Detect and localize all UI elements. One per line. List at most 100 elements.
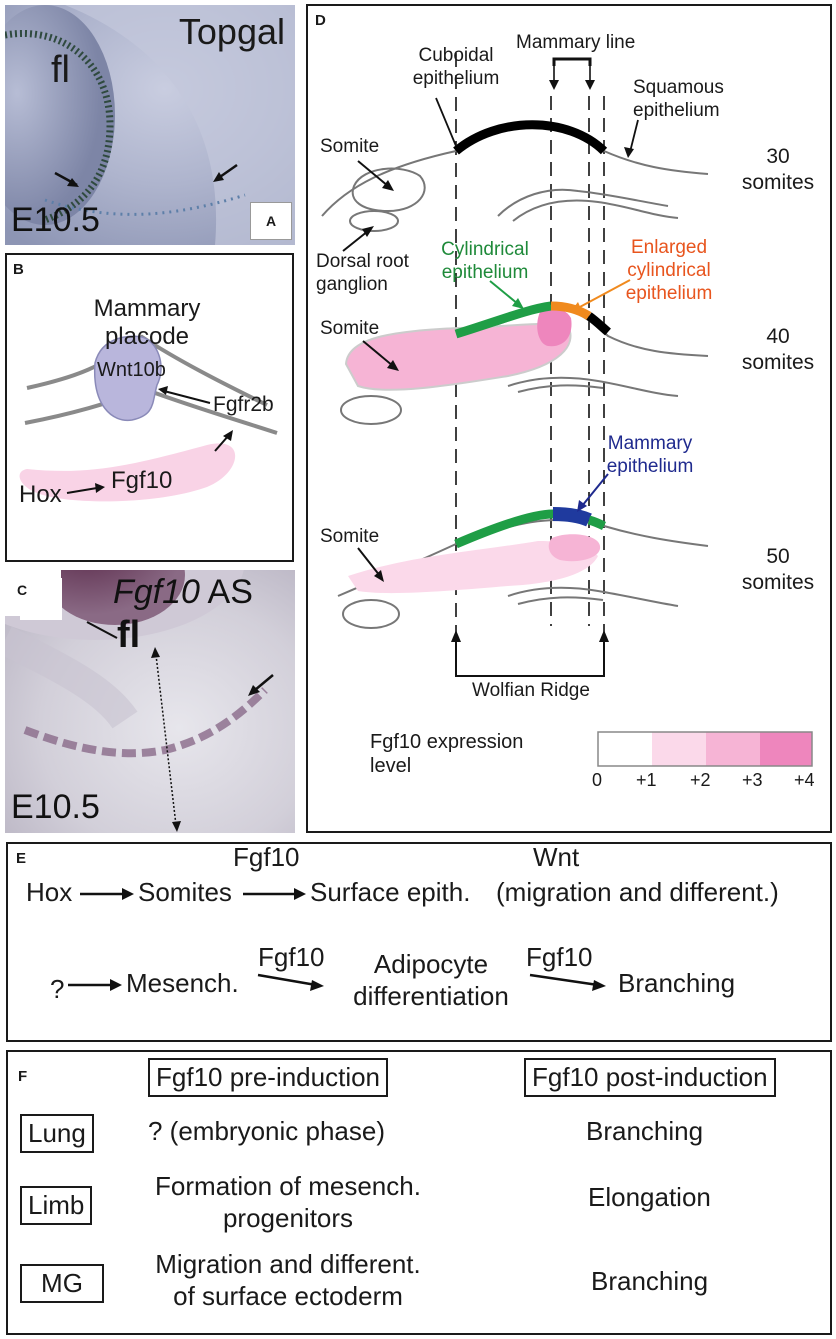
panel-c-photo: C Fgf10 AS fl E10.5 — [5, 570, 295, 833]
f-mg-pre-line1: Migration and different. — [155, 1249, 421, 1279]
e-adipo-line1: Adipocyte — [373, 949, 489, 979]
panel-c-fl-label: fl — [117, 614, 141, 656]
f-organ-mg: MG — [20, 1264, 104, 1303]
panel-b-placode-line1: Mammary — [93, 295, 201, 322]
wolfian-ridge-label: Wolfian Ridge — [472, 680, 590, 701]
panel-a-title: Topgal — [178, 11, 285, 52]
panel-b-letter: B — [13, 261, 24, 278]
panel-d-letter: D — [315, 12, 326, 29]
enlarged-label: Enlarged cylindrical epithelium — [604, 236, 734, 305]
panel-e-letter: E — [16, 850, 27, 867]
f-col-pre: Fgf10 pre-induction — [148, 1058, 389, 1097]
mammary-epi-line1: Mammary — [607, 433, 693, 454]
drg-line1: Dorsal root — [316, 251, 409, 272]
somite-label-40: Somite — [320, 318, 380, 339]
stage-40: 40 somites — [728, 324, 828, 376]
e-fgf10-a: Fgf10 — [233, 842, 300, 872]
stage-30-unit: somites — [741, 171, 815, 194]
panel-b-placode-label: Mammary placode — [72, 295, 222, 351]
panel-e-arrows — [68, 888, 606, 991]
drg-line2: ganglion — [316, 274, 388, 295]
e-somites: Somites — [138, 877, 232, 907]
e-wnt: Wnt — [533, 842, 580, 872]
cylindrical-label: Cylindrical epithelium — [420, 238, 550, 284]
somite-label-50: Somite — [320, 526, 380, 547]
f-limb-pre: Formation of mesench. progenitors — [118, 1170, 458, 1234]
f-limb-post: Elongation — [588, 1182, 711, 1212]
e-adipo-line2: differentiation — [353, 981, 509, 1011]
e-fgf10-b: Fgf10 — [258, 942, 325, 972]
stage-50-unit: somites — [741, 571, 815, 594]
squamous-line2: epithelium — [633, 100, 720, 121]
fgf10-scale-bar — [597, 731, 813, 767]
panel-f: F Fgf10 pre-induction Fgf10 post-inducti… — [6, 1050, 832, 1335]
scale-tick-0: 0 — [592, 770, 603, 790]
panel-a-letter: A — [266, 213, 277, 229]
f-lung-pre: ? (embryonic phase) — [148, 1116, 385, 1146]
scale-tick-4: +4 — [794, 770, 815, 790]
panel-c-title-gene: Fgf10 — [113, 573, 200, 611]
stage-40-n: 40 — [766, 325, 790, 348]
squamous-line1: Squamous — [633, 77, 724, 98]
e-fgf10-c: Fgf10 — [526, 942, 593, 972]
panel-a-stage: E10.5 — [11, 201, 100, 239]
cuboidal-line2: epithelium — [412, 68, 500, 89]
panel-c-title: Fgf10 AS — [113, 573, 253, 612]
f-lung-post: Branching — [586, 1116, 704, 1146]
panel-d: D — [306, 4, 832, 833]
panel-c-title-suffix: AS — [199, 573, 253, 611]
enlarged-line2: cylindrical — [627, 260, 711, 281]
squamous-label: Squamous epithelium — [633, 76, 724, 122]
e-question: ? — [50, 974, 65, 1004]
e-surface: Surface epith. — [310, 877, 471, 907]
panel-c-stage: E10.5 — [11, 788, 100, 826]
panel-a-fl-label: fl — [51, 49, 70, 91]
panel-b-fgfr: Fgfr2b — [213, 393, 274, 416]
panel-b-placode-line2: placode — [104, 323, 190, 350]
stage-30-n: 30 — [766, 145, 790, 168]
legend-title: Fgf10 expression level — [370, 730, 523, 778]
f-mg-post: Branching — [591, 1266, 709, 1296]
scale-tick-2: +2 — [690, 770, 711, 790]
panel-b-fgf10: Fgf10 — [111, 467, 173, 494]
stage-50-n: 50 — [766, 545, 790, 568]
stage-40-unit: somites — [741, 351, 815, 374]
e-migration: (migration and different.) — [496, 877, 779, 907]
drg-label: Dorsal root ganglion — [316, 250, 409, 296]
panel-a-photo: Topgal fl E10.5 A — [5, 5, 295, 245]
scale-tick-1: +1 — [636, 770, 657, 790]
e-adipocyte: Adipocyte differentiation — [336, 948, 526, 1012]
panel-b-hox: Hox — [19, 481, 62, 508]
scale-tick-3: +3 — [742, 770, 763, 790]
panel-f-letter: F — [18, 1068, 28, 1085]
f-limb-pre-line1: Formation of mesench. — [155, 1171, 421, 1201]
panel-b: B Mammary placode Wnt10b Fgfr2b Hox Fgf1… — [5, 253, 294, 562]
mammary-epi-line2: epithelium — [606, 456, 694, 477]
enlarged-line3: epithelium — [625, 283, 713, 304]
stage-30: 30 somites — [728, 144, 828, 196]
cylindrical-line2: epithelium — [441, 262, 529, 283]
cuboidal-line1: Cuboidal — [418, 45, 494, 66]
panel-a-label: A — [250, 202, 292, 240]
f-limb-pre-line2: progenitors — [222, 1203, 354, 1233]
mammary-epi-label: Mammary epithelium — [590, 432, 710, 478]
f-mg-pre-line2: of surface ectoderm — [173, 1281, 403, 1311]
f-mg-pre: Migration and different. of surface ecto… — [108, 1248, 468, 1312]
mammary-line-label: Mammary line — [516, 32, 636, 53]
f-organ-lung: Lung — [20, 1114, 94, 1153]
panel-d-diagram — [321, 53, 813, 767]
panel-e: E Hox Somites Fgf10 Surface epith. Wnt (… — [6, 842, 832, 1042]
cuboidal-label: Cuboidal epithelium — [396, 44, 516, 90]
e-hox: Hox — [26, 877, 73, 907]
legend-line2: level — [370, 755, 412, 777]
e-mesench: Mesench. — [126, 968, 239, 998]
panel-c-letter-box: C — [5, 570, 61, 616]
somite-label-30: Somite — [320, 136, 380, 157]
stage-50: 50 somites — [728, 544, 828, 596]
cylindrical-line1: Cylindrical — [441, 239, 529, 260]
panel-b-wnt: Wnt10b — [97, 359, 166, 381]
f-col-post: Fgf10 post-induction — [524, 1058, 776, 1097]
panel-b-diagram — [19, 334, 278, 502]
f-organ-limb: Limb — [20, 1186, 93, 1225]
e-branching: Branching — [618, 968, 736, 998]
